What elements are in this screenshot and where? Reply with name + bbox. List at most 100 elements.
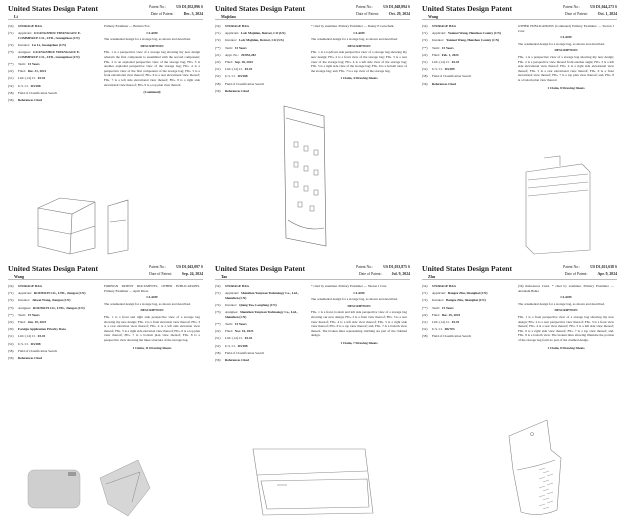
field-body: Assignee:Shenzhen Yanyuan Technology Co.… bbox=[225, 310, 303, 319]
field-code: (58) bbox=[422, 334, 428, 339]
field-label: LOC (14) Cl. bbox=[225, 336, 243, 341]
field-code: (56) bbox=[422, 81, 428, 86]
bibliographic-field: (54)STORAGE BAG bbox=[422, 284, 510, 289]
patent-number: US D1,043,097 S bbox=[176, 265, 203, 269]
field-body: Term:15 Years bbox=[225, 46, 247, 51]
field-body: Inventor:Bangze Zhu, Shanghai (CN) bbox=[432, 298, 486, 303]
field-code: (52) bbox=[422, 327, 428, 332]
claim-heading: CLAIM bbox=[560, 295, 572, 300]
left-column: (54)STORAGE BAG(71)Applicant:Shenzhen Ya… bbox=[215, 284, 303, 365]
field-value: 15 Years bbox=[234, 45, 247, 50]
field-label: Filed: bbox=[225, 329, 233, 334]
field-label: U.S. Cl. bbox=[432, 327, 443, 332]
patent-date: Apr. 9, 2024 bbox=[597, 272, 617, 276]
inventor-short-name: Zhu bbox=[428, 274, 436, 279]
field-body: LOC (14) Cl.03-01 bbox=[18, 334, 45, 339]
field-code: (54) bbox=[8, 284, 14, 288]
field-value: Shenzhen Yanyuan Technology Co., Ltd., S… bbox=[225, 310, 298, 319]
field-body: Filed:Dec. 31, 2021 bbox=[18, 69, 46, 74]
description-heading: DESCRIPTION bbox=[140, 43, 164, 48]
claim-heading: CLAIM bbox=[353, 290, 365, 295]
patent-number: US D1,052,896 S bbox=[176, 5, 203, 9]
bibliographic-field: (72)Inventor:Yanmei Wang, Henzhou County… bbox=[422, 38, 510, 43]
claim-text: The ornamental design for a storage bag,… bbox=[518, 301, 605, 306]
field-body: LOC (14) Cl.03-01 bbox=[225, 67, 252, 72]
inventor-short-name: Tao bbox=[221, 274, 228, 279]
header-title: United States Design Patent bbox=[8, 4, 99, 13]
field-label: Term: bbox=[18, 61, 26, 66]
field-body: References Cited bbox=[432, 82, 456, 87]
field-value: 03-01 bbox=[37, 334, 46, 339]
field-label: Applicant: bbox=[18, 31, 32, 36]
field-label: LOC (14) Cl. bbox=[18, 76, 36, 81]
field-value: 03-01 bbox=[451, 59, 460, 64]
field-body: LOC (14) Cl.03-01 bbox=[18, 76, 45, 81]
bibliographic-field: (52)U.S. Cl.D3/288 bbox=[8, 342, 96, 347]
header-title: United States Design Patent bbox=[215, 264, 306, 273]
field-value: STORAGE BAG bbox=[18, 284, 43, 288]
field-code: (51) bbox=[215, 336, 221, 341]
field-body: Applicant:Loïc Majidau, Denver, CO (US) bbox=[225, 31, 286, 36]
inventor-short-name: Wang bbox=[428, 14, 439, 19]
field-code: (71) bbox=[8, 31, 14, 36]
field-value: 03-01 bbox=[451, 319, 460, 324]
field-code: (22) bbox=[422, 52, 428, 57]
field-code: (72) bbox=[422, 38, 428, 43]
field-code: (71) bbox=[422, 31, 428, 36]
field-code: (71) bbox=[8, 291, 14, 296]
field-label: Term: bbox=[432, 305, 440, 310]
bibliographic-field: (51)LOC (14) Cl.03-01 bbox=[215, 67, 303, 72]
patent-number: US D1,044,273 S bbox=[590, 5, 617, 9]
field-body: Appl. No.:29/853,282 bbox=[225, 53, 256, 58]
field-label: Field of Classification Search bbox=[432, 334, 472, 339]
right-column: * cited by examiner. Primary Examiner — … bbox=[311, 24, 407, 81]
field-label: LOC (14) Cl. bbox=[432, 59, 450, 64]
field-code: (30) bbox=[8, 327, 14, 332]
field-value: D3/288 bbox=[30, 341, 41, 346]
field-code: (54) bbox=[215, 284, 221, 288]
field-body: Term:15 Years bbox=[225, 322, 247, 327]
field-value: Loïc Majidau, Denver, CO (US) bbox=[239, 38, 284, 43]
claim-text: The ornamental design for a storage bag,… bbox=[518, 41, 605, 46]
field-code: (58) bbox=[422, 74, 428, 79]
field-label: U.S. Cl. bbox=[18, 83, 29, 88]
description-heading: DESCRIPTION bbox=[347, 43, 371, 48]
field-body: Applicant:Shenzhen Yanyuan Technology Co… bbox=[225, 291, 303, 300]
claim-text: The ornamental design for a storage bag,… bbox=[104, 37, 191, 42]
field-value: 03-01 bbox=[37, 76, 46, 81]
field-code: (**) bbox=[422, 305, 428, 310]
bibliographic-field: (52)U.S. Cl.D6/703 bbox=[422, 327, 510, 332]
field-value: Bangze Zhu, Shanghai (CN) bbox=[446, 298, 486, 303]
field-value: 29/853,282 bbox=[241, 52, 256, 57]
bibliographic-field: (**)Term:15 Years bbox=[8, 313, 96, 318]
bibliographic-field: (56)References Cited bbox=[8, 98, 96, 103]
field-value: References Cited bbox=[432, 81, 456, 86]
field-body: STORAGE BAG bbox=[18, 284, 42, 289]
field-code: (71) bbox=[215, 31, 221, 36]
field-label: Field of Classification Search bbox=[18, 90, 58, 95]
field-value: Yanmei Wang, Henzhou County (CN) bbox=[446, 38, 500, 43]
date-row: Date of Patent:Jul. 9, 2024 bbox=[359, 272, 410, 276]
field-label: Assignee: bbox=[18, 50, 32, 55]
field-label: Filed: bbox=[18, 69, 26, 74]
patent-number-label: Patent No.: bbox=[563, 265, 581, 269]
description-heading: DESCRIPTION bbox=[347, 303, 371, 308]
field-body: Applicant:ROUBICH CO., LTD., Jiangsu (CN… bbox=[18, 291, 85, 296]
field-code: (52) bbox=[8, 341, 14, 346]
field-code: (52) bbox=[422, 67, 428, 72]
bibliographic-field: (22)Filed:Nov. 16, 2023 bbox=[215, 329, 303, 334]
field-code: (71) bbox=[422, 291, 428, 296]
field-value: Qiang Tao, Longfang (CN) bbox=[239, 302, 277, 307]
field-value: Sep. 18, 2022 bbox=[234, 59, 254, 64]
date-label: Date of Patent: bbox=[565, 12, 588, 16]
field-body: Assignee:ROUBICH CO., LTD., Jiangsu (CN) bbox=[18, 306, 85, 311]
bibliographic-field: (58)Field of Classification Search bbox=[8, 91, 96, 96]
field-code: (54) bbox=[215, 24, 221, 28]
bibliographic-field: (**)Term:15 Years bbox=[422, 306, 510, 311]
field-code: (52) bbox=[215, 74, 221, 79]
patent-number-row: Patent No.:US D1,052,896 S bbox=[149, 5, 203, 9]
